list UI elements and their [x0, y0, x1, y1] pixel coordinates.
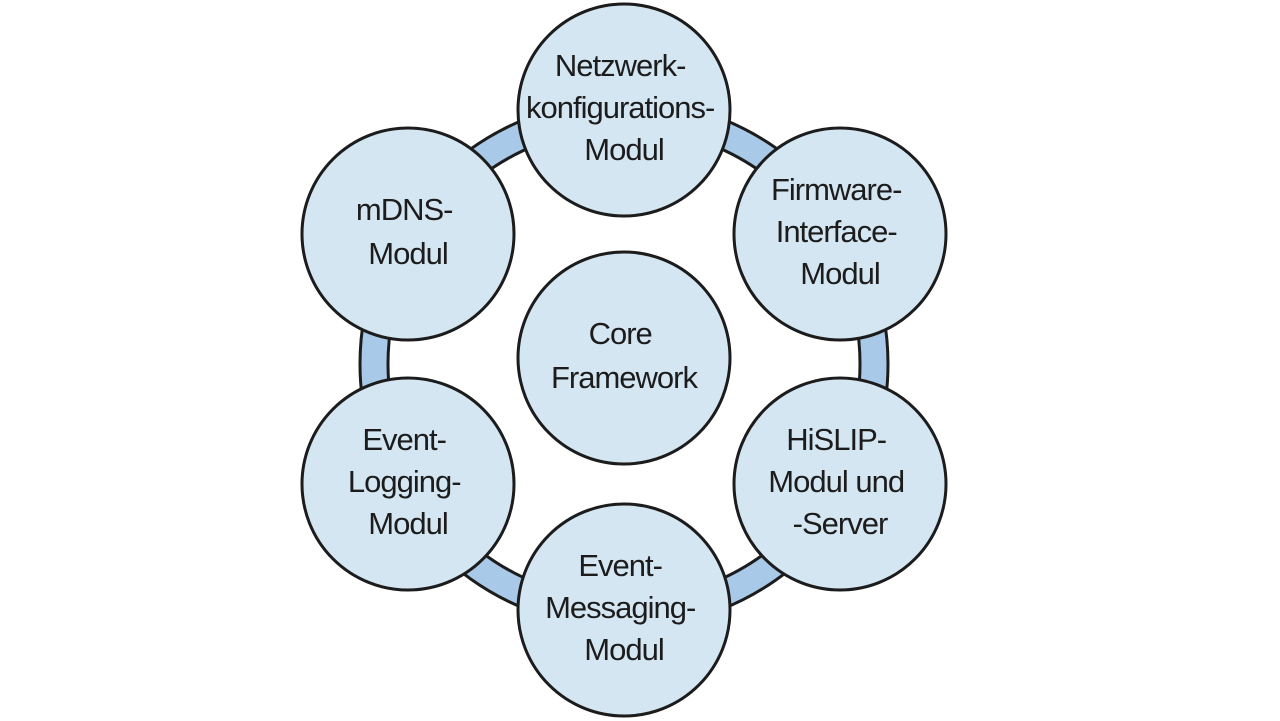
- core-framework-node: Core Framework: [516, 250, 732, 466]
- firmware-interface-modul-label-line: Modul: [800, 256, 879, 291]
- firmware-interface-modul-node: Firmware- Interface- Modul: [732, 126, 948, 342]
- event-messaging-modul-label: Event- Messaging- Modul: [545, 548, 703, 667]
- netzwerkkonfigurations-modul-label-line: Modul: [584, 132, 663, 167]
- netzwerkkonfigurations-modul-label-line: konfigurations-: [526, 90, 714, 125]
- netzwerkkonfigurations-modul-label-line: Netzwerk-: [555, 48, 686, 83]
- hislip-modul-server-node: HiSLIP- Modul und -Server: [732, 376, 948, 592]
- hislip-modul-server-circle: [732, 376, 948, 592]
- core-framework-label: Core Framework: [551, 316, 699, 395]
- hislip-modul-server-label-line: HiSLIP-: [786, 422, 886, 457]
- event-messaging-modul-label-line: Event-: [578, 548, 662, 583]
- event-messaging-modul-label-line: Messaging-: [545, 590, 695, 625]
- event-logging-modul-circle: [300, 376, 516, 592]
- firmware-interface-modul-label-line: Firmware-: [771, 172, 902, 207]
- mdns-modul-circle: [300, 126, 516, 342]
- mdns-modul-label-line: mDNS-: [356, 192, 453, 227]
- event-messaging-modul-node: Event- Messaging- Modul: [516, 502, 732, 718]
- firmware-interface-modul-label-line: Interface-: [776, 214, 897, 249]
- firmware-interface-modul-label: Firmware- Interface- Modul: [771, 172, 909, 291]
- hislip-modul-server-label-line: -Server: [793, 506, 888, 541]
- event-logging-modul-label-line: Logging-: [348, 464, 461, 499]
- event-messaging-modul-circle: [516, 502, 732, 718]
- event-messaging-modul-label-line: Modul: [584, 632, 663, 667]
- firmware-interface-modul-circle: [732, 126, 948, 342]
- event-logging-modul-node: Event- Logging- Modul: [300, 376, 516, 592]
- mdns-modul-label-line: Modul: [368, 236, 447, 271]
- event-logging-modul-label-line: Modul: [368, 506, 447, 541]
- netzwerkkonfigurations-modul-label: Netzwerk- konfigurations- Modul: [526, 48, 722, 167]
- hislip-modul-server-label: HiSLIP- Modul und -Server: [768, 422, 911, 541]
- netzwerkkonfigurations-modul-node: Netzwerk- konfigurations- Modul: [516, 2, 732, 218]
- mdns-modul-label: mDNS- Modul: [356, 192, 460, 271]
- core-framework-label-line: Framework: [551, 360, 699, 395]
- mdns-modul-node: mDNS- Modul: [300, 126, 516, 342]
- event-logging-modul-label: Event- Logging- Modul: [348, 422, 468, 541]
- core-framework-circle: [516, 250, 732, 466]
- event-logging-modul-label-line: Event-: [362, 422, 446, 457]
- core-framework-label-line: Core: [589, 316, 652, 351]
- netzwerkkonfigurations-modul-circle: [516, 2, 732, 218]
- hislip-modul-server-label-line: Modul und: [768, 464, 904, 499]
